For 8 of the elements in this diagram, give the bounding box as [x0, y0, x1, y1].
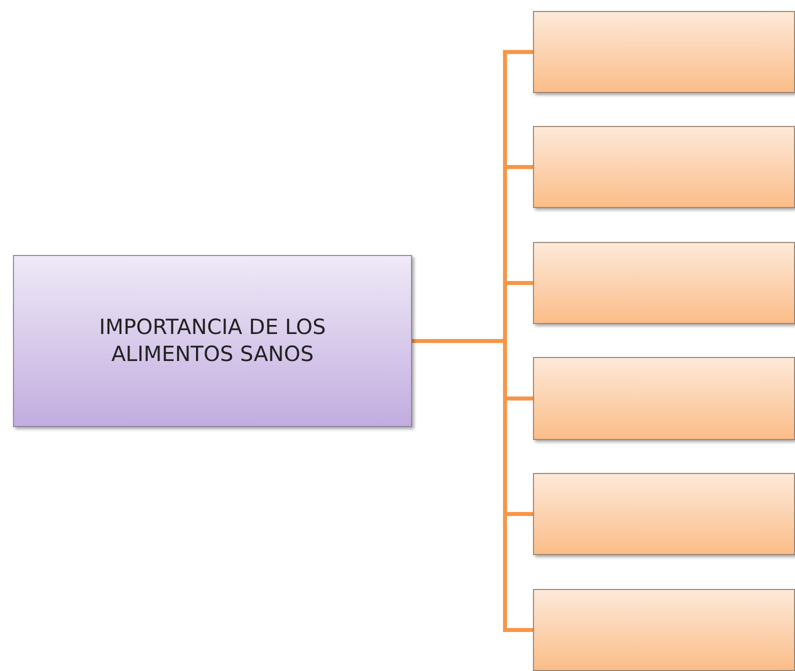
topic-text: IMPORTANCIA DE LOS ALIMENTOS SANOS: [98, 314, 327, 368]
empty-box: [533, 357, 795, 440]
empty-box: [533, 473, 795, 555]
empty-box: [533, 11, 795, 93]
empty-box: [533, 589, 795, 671]
topic-box: [13, 255, 412, 427]
empty-box: [533, 126, 795, 208]
empty-box: [533, 242, 795, 324]
